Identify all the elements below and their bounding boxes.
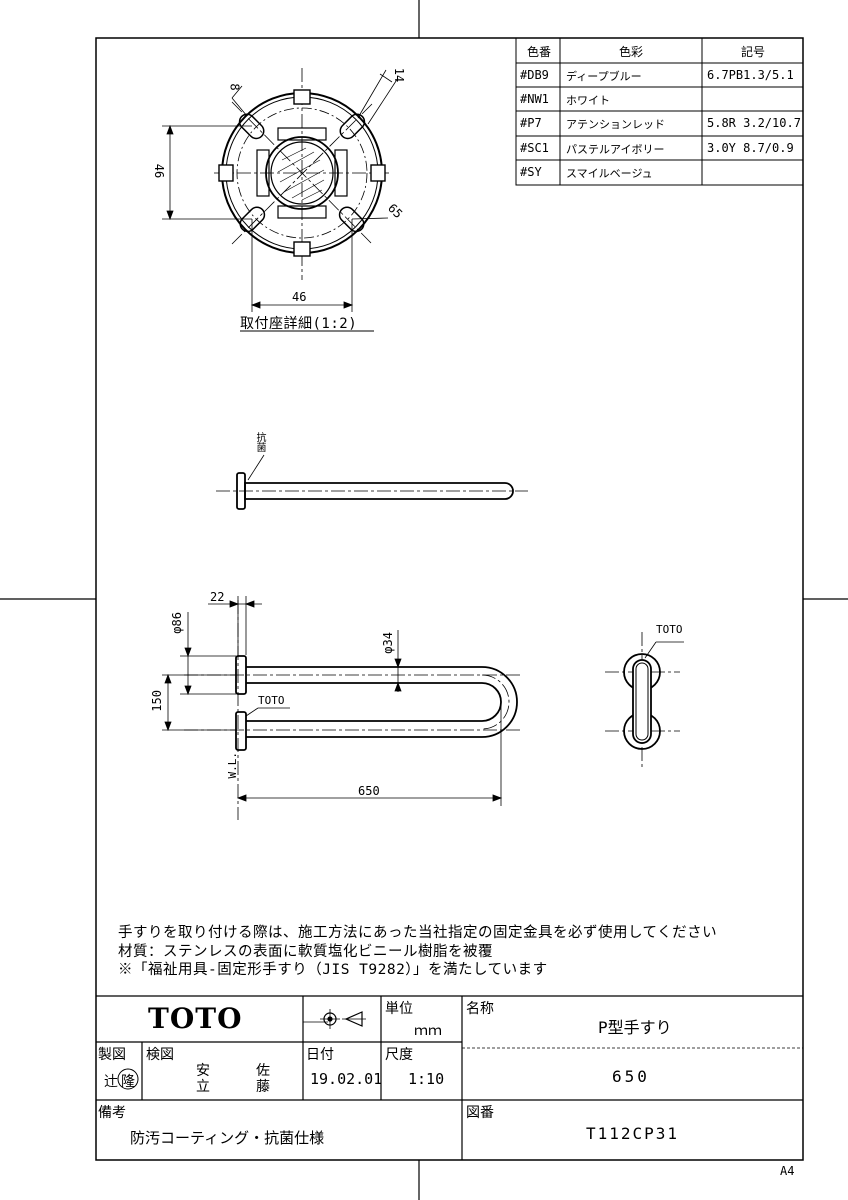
- date-value: 19.02.01: [310, 1070, 383, 1088]
- color-name: ディープブルー: [566, 70, 642, 83]
- antibacterial-label: 抗菌: [254, 432, 265, 452]
- note-line: 手すりを取り付ける際は、施工方法にあった当社指定の固定金具を必ず使用してください: [118, 925, 718, 941]
- color-name: ホワイト: [566, 94, 610, 107]
- dimension-phi86: φ86: [170, 612, 184, 634]
- drawing-number-value: T112CP31: [586, 1124, 680, 1143]
- color-table-header-code: 色番: [526, 45, 551, 59]
- dimension-650: 650: [358, 784, 380, 798]
- checker-1-char-1: 安: [196, 1063, 210, 1079]
- color-name: パステルアイボリー: [566, 143, 665, 156]
- drawn-value: 辻: [104, 1074, 118, 1090]
- toto-logo: TOTO: [148, 1002, 243, 1035]
- color-table-grid: [515, 37, 804, 186]
- drawn-label: 製図: [98, 1047, 126, 1063]
- color-code: #P7: [520, 116, 542, 130]
- dimension-46-vertical: 46: [152, 163, 167, 179]
- plan-view-drawing: [162, 596, 520, 820]
- scale-value: 1:10: [408, 1070, 445, 1088]
- note-line: ※「福祉用具-固定形手すり（JIS T9282）」を満たしています: [118, 962, 548, 978]
- checker-1-char-2: 立: [196, 1079, 210, 1095]
- projection-symbol-icon: [320, 1009, 366, 1029]
- dimension-14: 14: [392, 67, 407, 83]
- detail-caption: 取付座詳細(1:2): [240, 316, 358, 332]
- water-line-label: W.L.: [226, 752, 239, 779]
- dimension-phi34: φ34: [381, 632, 395, 654]
- color-table-header-symbol: 記号: [740, 45, 765, 59]
- note-line: 材質：ステンレスの表面に軟質塩化ビニール樹脂を被覆: [118, 944, 493, 960]
- remarks-value: 防汚コーティング・抗菌仕様: [130, 1129, 325, 1147]
- drawn-stamp: 隆: [121, 1074, 135, 1090]
- drawing-number-label: 図番: [466, 1105, 494, 1121]
- unit-label: 単位: [385, 1001, 413, 1017]
- name-value: P型手すり: [598, 1018, 672, 1037]
- end-view-drawing: [605, 632, 684, 770]
- sheet-size: A4: [780, 1164, 795, 1178]
- name-label: 名称: [466, 1001, 494, 1017]
- plan-brand-mark: TOTO: [258, 694, 285, 707]
- title-block-grid: [96, 995, 803, 1160]
- unit-value: ｍｍ: [414, 1023, 442, 1039]
- color-code: #DB9: [520, 68, 549, 82]
- mounting-base-detail: [162, 68, 399, 332]
- size-value: 650: [612, 1067, 650, 1086]
- color-name: スマイルベージュ: [566, 167, 653, 180]
- drawn-stamp-circle: [117, 1068, 139, 1090]
- dimension-46-horizontal: 46: [292, 290, 307, 304]
- checker-2-char-2: 藤: [256, 1079, 270, 1095]
- color-code: #SY: [520, 165, 542, 179]
- end-brand-mark: TOTO: [656, 623, 683, 636]
- scale-label: 尺度: [385, 1047, 413, 1063]
- color-name: アテンションレッド: [566, 118, 665, 131]
- color-code: #SC1: [520, 141, 549, 155]
- color-symbol: 5.8R 3.2/10.7: [707, 116, 801, 130]
- color-symbol: 3.0Y 8.7/0.9: [707, 141, 794, 155]
- dimension-8: 8: [227, 83, 242, 91]
- remarks-label: 備考: [98, 1105, 126, 1121]
- checked-label: 検図: [146, 1047, 174, 1063]
- checker-2-char-1: 佐: [256, 1063, 270, 1079]
- date-label: 日付: [306, 1047, 334, 1063]
- color-code: #NW1: [520, 92, 549, 106]
- side-view-drawing: [216, 454, 528, 510]
- color-table-header-color: 色彩: [618, 45, 643, 59]
- dimension-150: 150: [150, 690, 164, 712]
- dimension-22: 22: [210, 590, 225, 604]
- drawing-frame: [95, 37, 804, 1161]
- color-symbol: 6.7PB1.3/5.1: [707, 68, 794, 82]
